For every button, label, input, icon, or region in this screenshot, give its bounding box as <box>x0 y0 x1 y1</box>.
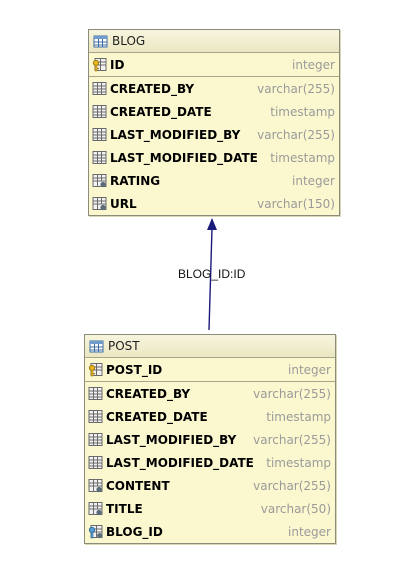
column-type: varchar(255) <box>253 478 331 493</box>
column-name: POST_ID <box>106 362 163 377</box>
entity-blog-header[interactable]: BLOG <box>89 30 339 53</box>
nullable-column-icon <box>88 478 103 493</box>
column-name: CREATED_BY <box>110 81 195 96</box>
column-name: LAST_MODIFIED_BY <box>106 432 237 447</box>
column-icon <box>88 409 103 424</box>
column-name: LAST_MODIFIED_DATE <box>106 455 254 470</box>
column-name: LAST_MODIFIED_DATE <box>110 150 258 165</box>
column-name: TITLE <box>106 501 143 516</box>
column-row[interactable]: CREATED_BY varchar(255) <box>85 382 335 405</box>
column-row[interactable]: CREATED_DATE timestamp <box>85 405 335 428</box>
column-type: varchar(255) <box>253 432 331 447</box>
column-name: BLOG_ID <box>106 524 163 539</box>
column-name: RATING <box>110 173 161 188</box>
column-name: LAST_MODIFIED_BY <box>110 127 241 142</box>
primary-key-icon <box>92 57 107 72</box>
column-icon <box>92 150 107 165</box>
nullable-column-icon <box>92 173 107 188</box>
table-icon <box>89 339 104 354</box>
column-type: varchar(255) <box>257 81 335 96</box>
column-row[interactable]: ID integer <box>89 53 339 76</box>
entity-post-pk-section: POST_ID integer <box>85 358 335 382</box>
column-row[interactable]: LAST_MODIFIED_DATE timestamp <box>89 146 339 169</box>
column-type: timestamp <box>266 455 331 470</box>
foreign-key-icon <box>88 524 103 539</box>
column-name: ID <box>110 57 125 72</box>
column-row[interactable]: CREATED_BY varchar(255) <box>89 77 339 100</box>
column-name: CREATED_DATE <box>106 409 208 424</box>
primary-key-icon <box>88 362 103 377</box>
relationship-line <box>208 227 213 331</box>
column-icon <box>92 127 107 142</box>
entity-blog-pk-section: ID integer <box>89 53 339 77</box>
relationship-arrowhead <box>207 218 217 230</box>
table-icon <box>93 34 108 49</box>
nullable-column-icon <box>92 196 107 211</box>
entity-blog-title: BLOG <box>112 34 146 48</box>
column-icon <box>92 104 107 119</box>
column-type: varchar(255) <box>257 127 335 142</box>
column-name: CREATED_DATE <box>110 104 212 119</box>
column-name: CONTENT <box>106 478 170 493</box>
nullable-column-icon <box>88 501 103 516</box>
column-row[interactable]: LAST_MODIFIED_BY varchar(255) <box>85 428 335 451</box>
column-type: integer <box>288 362 331 377</box>
column-icon <box>88 386 103 401</box>
column-type: timestamp <box>266 409 331 424</box>
entity-post-title: POST <box>108 339 140 353</box>
column-row[interactable]: CREATED_DATE timestamp <box>89 100 339 123</box>
column-icon <box>88 432 103 447</box>
column-type: varchar(255) <box>253 386 331 401</box>
column-icon <box>92 81 107 96</box>
column-type: integer <box>292 173 335 188</box>
column-row[interactable]: LAST_MODIFIED_DATE timestamp <box>85 451 335 474</box>
column-type: timestamp <box>270 150 335 165</box>
column-row[interactable]: BLOG_ID integer <box>85 520 335 543</box>
column-type: integer <box>288 524 331 539</box>
column-row[interactable]: LAST_MODIFIED_BY varchar(255) <box>89 123 339 146</box>
column-name: CREATED_BY <box>106 386 191 401</box>
column-row[interactable]: URL varchar(150) <box>89 192 339 215</box>
column-type: integer <box>292 57 335 72</box>
column-row[interactable]: RATING integer <box>89 169 339 192</box>
column-icon <box>88 455 103 470</box>
column-row[interactable]: POST_ID integer <box>85 358 335 381</box>
column-type: timestamp <box>270 104 335 119</box>
column-type: varchar(150) <box>257 196 335 211</box>
column-type: varchar(50) <box>260 501 331 516</box>
entity-post-header[interactable]: POST <box>85 335 335 358</box>
relationship-label: BLOG_ID:ID <box>178 267 246 281</box>
column-name: URL <box>110 196 137 211</box>
column-row[interactable]: TITLE varchar(50) <box>85 497 335 520</box>
column-row[interactable]: CONTENT varchar(255) <box>85 474 335 497</box>
